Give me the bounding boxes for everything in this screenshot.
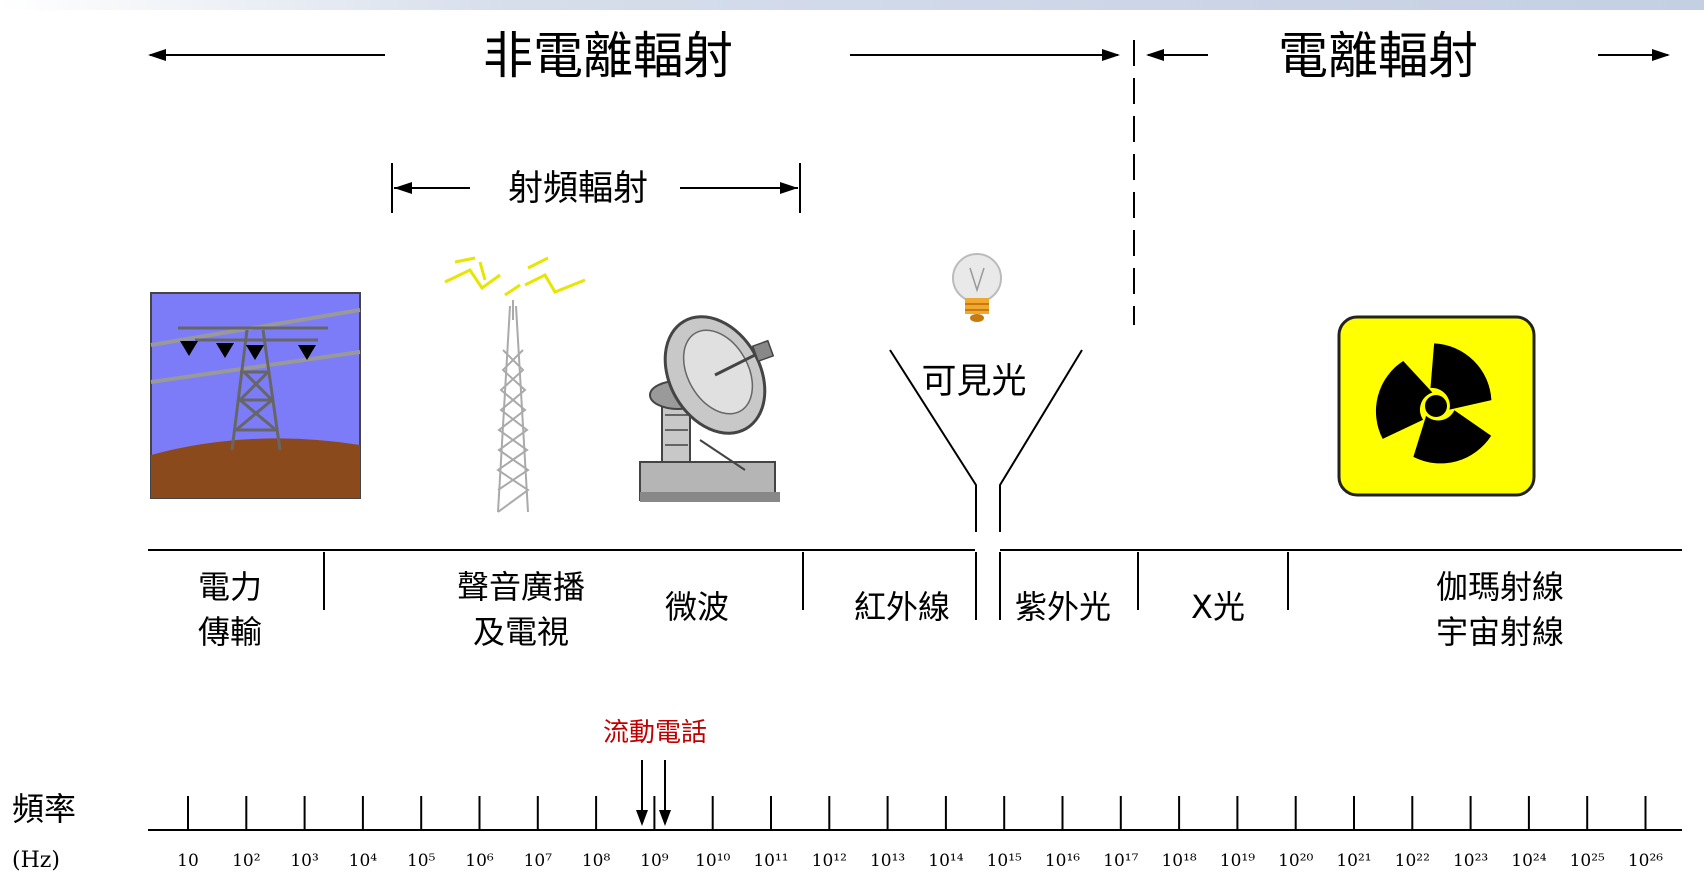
satellite-dish-icon bbox=[639, 315, 780, 502]
axis-tick-label: 10 bbox=[177, 851, 199, 871]
axis-tick-label: 10²⁶ bbox=[1628, 851, 1663, 871]
axis-tick-label: 10¹⁵ bbox=[987, 851, 1022, 871]
ionizing-range-arrow bbox=[1146, 49, 1670, 61]
axis-ticks: 10 10² 10³ 10⁴ 10⁵ 10⁶ 10⁷ 10⁸ 10⁹ 10¹⁰ 10¹¹ 10¹² 10… bbox=[177, 796, 1663, 871]
axis-unit: (Hz) bbox=[12, 848, 60, 873]
visible-light-label: 可見光 bbox=[921, 362, 1026, 402]
mobile-phone-label: 流動電話 bbox=[603, 718, 707, 748]
axis-tick-label: 10⁷ bbox=[524, 851, 553, 871]
axis-tick-label: 10¹⁴ bbox=[928, 851, 963, 871]
broadcast-tower-icon bbox=[444, 256, 586, 513]
axis-tick-label: 10¹⁹ bbox=[1220, 851, 1255, 871]
band-label-xray: X光 bbox=[1191, 588, 1245, 626]
axis-tick-label: 10³ bbox=[290, 851, 318, 871]
axis-tick-label: 10²³ bbox=[1453, 851, 1488, 871]
band-label-gamma-cosmic-2: 宇宙射線 bbox=[1436, 613, 1564, 651]
axis-tick-label: 10²⁵ bbox=[1570, 851, 1605, 871]
radiation-icon bbox=[1337, 315, 1536, 497]
axis-tick-label: 10¹³ bbox=[870, 851, 905, 871]
axis-tick-label: 10¹² bbox=[812, 851, 847, 871]
band-label-power-transmission-2: 傳輸 bbox=[198, 613, 262, 651]
band-label-broadcast-2: 及電視 bbox=[473, 613, 569, 651]
axis-tick-label: 10² bbox=[232, 851, 260, 871]
axis-tick-label: 10⁶ bbox=[465, 851, 494, 871]
axis-tick-label: 10⁸ bbox=[582, 851, 611, 871]
band-label-broadcast-1: 聲音廣播 bbox=[457, 568, 585, 606]
axis-tick-label: 10¹⁷ bbox=[1103, 851, 1138, 871]
axis-tick-label: 10²¹ bbox=[1336, 851, 1371, 871]
axis-tick-label: 10²⁴ bbox=[1511, 851, 1546, 871]
band-label-ultraviolet: 紫外光 bbox=[1015, 588, 1111, 626]
axis-tick-label: 10²⁰ bbox=[1278, 851, 1313, 871]
axis-tick-label: 10⁴ bbox=[349, 851, 378, 871]
axis-label: 頻率 bbox=[12, 790, 76, 828]
light-bulb-icon bbox=[952, 253, 1002, 322]
power-tower-icon bbox=[150, 292, 361, 499]
visible-light-funnel bbox=[889, 349, 1083, 532]
radio-frequency-heading: 射頻輻射 bbox=[508, 169, 648, 209]
non-ionizing-range-arrow bbox=[148, 49, 1120, 61]
band-label-gamma-cosmic-1: 伽瑪射線 bbox=[1436, 568, 1564, 606]
axis-tick-label: 10¹⁰ bbox=[695, 851, 730, 871]
ionizing-heading: 電離輻射 bbox=[1278, 27, 1478, 85]
band-label-infrared: 紅外線 bbox=[854, 588, 950, 626]
band-label-microwave: 微波 bbox=[665, 588, 729, 626]
axis-tick-label: 10¹⁸ bbox=[1161, 851, 1196, 871]
radio-frequency-bracket bbox=[391, 163, 801, 213]
mobile-phone-arrows bbox=[636, 760, 671, 826]
band-label-power-transmission-1: 電力 bbox=[198, 568, 262, 606]
axis-tick-label: 10²² bbox=[1395, 851, 1430, 871]
axis-tick-label: 10¹¹ bbox=[753, 851, 788, 871]
top-gradient-bar bbox=[0, 0, 1704, 10]
axis-tick-label: 10¹⁶ bbox=[1045, 851, 1080, 871]
band-divider-lines bbox=[148, 549, 1682, 620]
non-ionizing-heading: 非電離輻射 bbox=[483, 27, 733, 85]
axis-tick-label: 10⁵ bbox=[407, 851, 436, 871]
axis-tick-label: 10⁹ bbox=[640, 851, 669, 871]
